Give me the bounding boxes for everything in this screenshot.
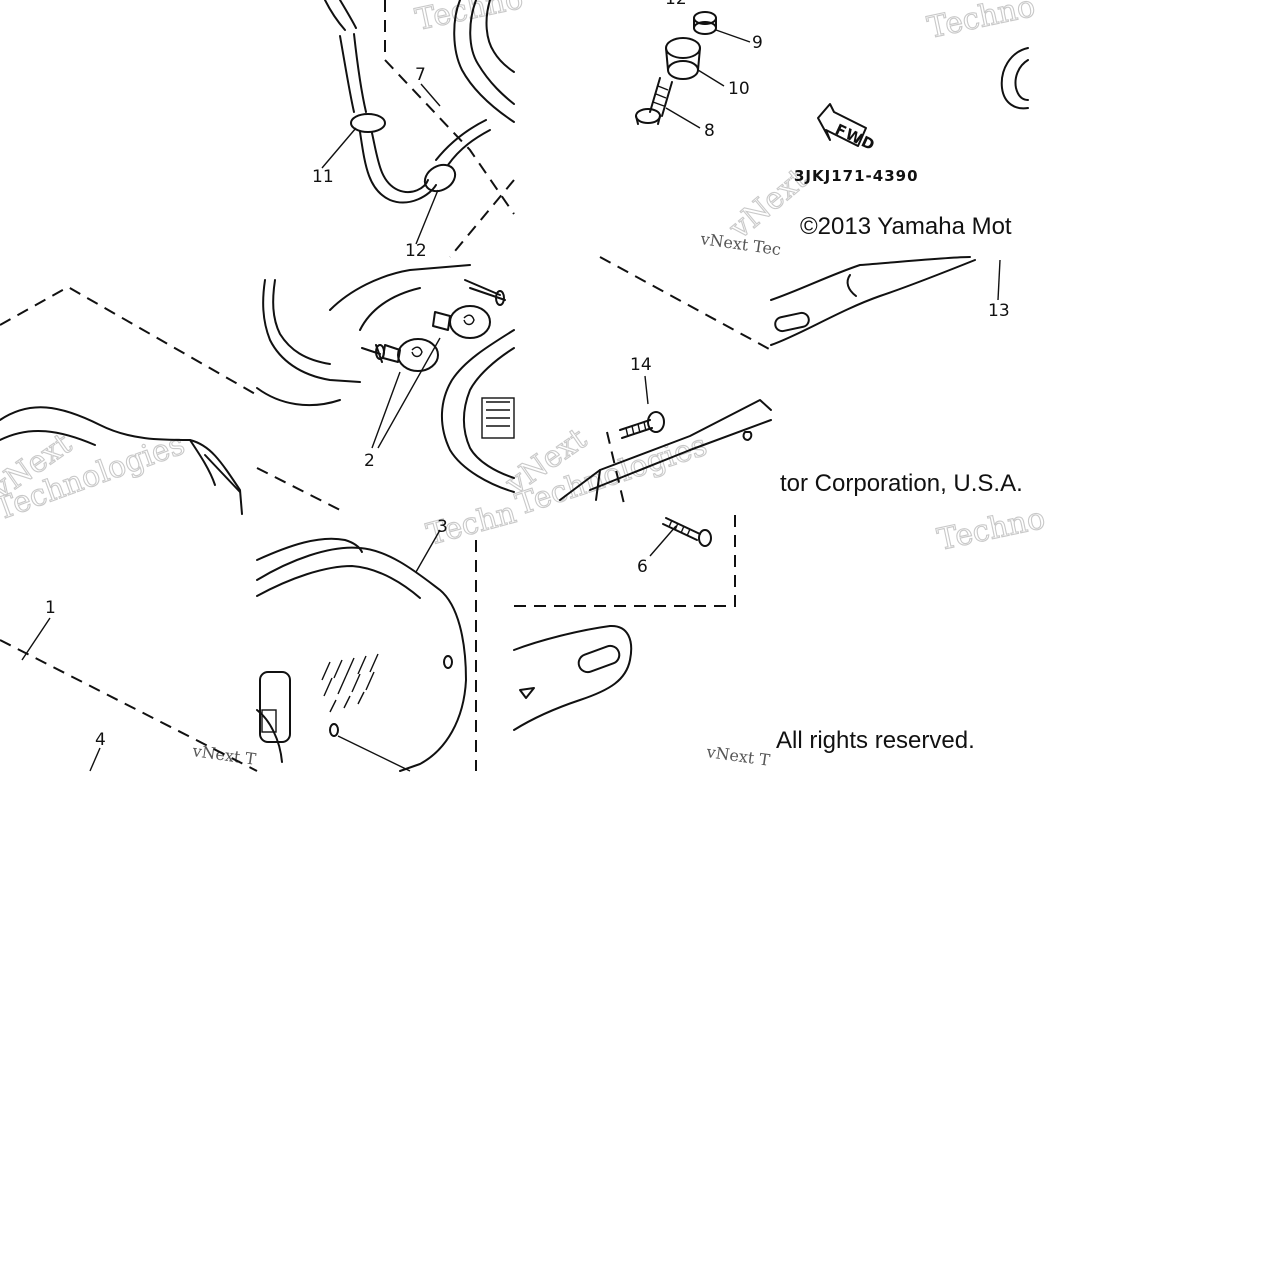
lens-lower-left <box>0 617 258 772</box>
callout-12-top: 12 <box>665 0 687 9</box>
part-code: 3JKJ171-4390 <box>794 167 919 185</box>
watermark-layer: Techno Techno vNext vNext Tec vNext Tech… <box>0 0 1049 770</box>
watermark-techn-right: Techno <box>934 501 1048 558</box>
callout-3: 3 <box>437 517 448 537</box>
callout-7: 7 <box>415 65 426 85</box>
wiring-harness <box>324 0 491 204</box>
watermark-techno-right: Techno <box>924 0 1038 46</box>
copyright-line-2: tor Corporation, U.S.A. <box>780 470 1023 497</box>
tail-housing-top <box>384 0 515 258</box>
bracket-upper <box>559 256 772 509</box>
bracket-lower <box>513 514 736 731</box>
mount-hardware <box>635 11 751 129</box>
grommet-12 <box>423 163 457 193</box>
callout-4: 4 <box>95 730 106 750</box>
fender-right <box>770 256 1001 346</box>
callout-8: 8 <box>704 121 715 141</box>
bushing-10 <box>665 37 701 59</box>
callout-10: 10 <box>728 79 750 99</box>
grommet-11 <box>350 113 386 133</box>
screw-14 <box>619 375 665 439</box>
bulb-lower <box>397 338 439 372</box>
callouts: 12 9 10 8 7 11 12 13 14 2 3 6 1 4 <box>45 0 1010 750</box>
callout-6: 6 <box>637 557 648 577</box>
fwd-label: FWD <box>832 120 878 154</box>
bolt-8 <box>635 108 661 124</box>
bulb-assembly <box>256 264 515 511</box>
callout-13: 13 <box>988 301 1010 321</box>
callout-1: 1 <box>45 598 56 618</box>
tail-light-body-left <box>0 285 258 515</box>
callout-11: 11 <box>312 167 334 187</box>
callout-9: 9 <box>752 33 763 53</box>
copyright-line-3: All rights reserved. <box>776 727 975 754</box>
watermark-vnext-bottom-right: vNext T <box>704 742 771 770</box>
fwd-arrow: FWD <box>817 103 878 154</box>
copyright-line-1: ©2013 Yamaha Mot <box>800 213 1012 240</box>
watermark-vnext-tec: vNext Tec <box>698 229 782 259</box>
callout-12: 12 <box>405 241 427 261</box>
callout-14: 14 <box>630 355 652 375</box>
bulb-upper <box>449 305 491 339</box>
screw-6 <box>649 517 712 557</box>
fender-edge <box>1000 47 1029 110</box>
tail-lens <box>256 529 477 772</box>
callout-2: 2 <box>364 451 375 471</box>
